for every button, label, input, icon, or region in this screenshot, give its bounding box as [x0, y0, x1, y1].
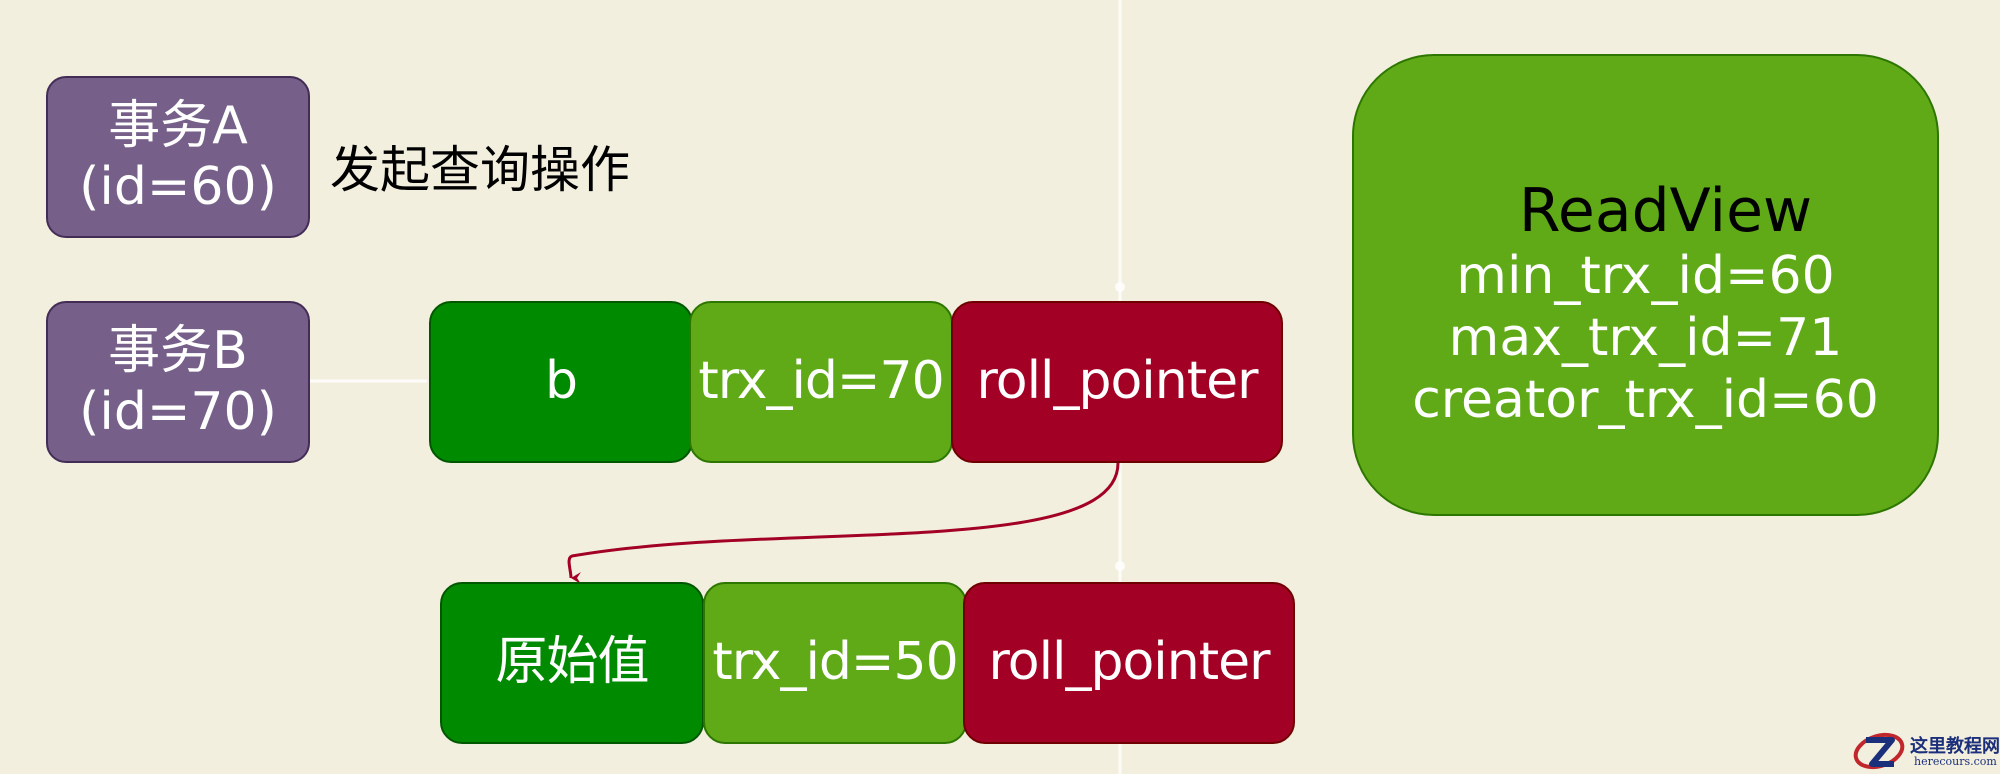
watermark-icon [1853, 732, 1905, 770]
undo-row-trx-id-cell: trx_id=50 [703, 582, 967, 744]
current-row-trx-id: trx_id=70 [698, 351, 944, 412]
watermark-name: 这里教程网 [1910, 736, 2000, 757]
transaction-a-id: (id=60) [79, 157, 277, 217]
transaction-a-box: 事务A (id=60) [46, 76, 310, 238]
undo-row-roll-pointer: roll_pointer [988, 632, 1271, 693]
watermark-domain: herecours.com [1914, 755, 1997, 768]
guide-dot-lower [1115, 561, 1125, 571]
readview-min-trx-id: min_trx_id=60 [1456, 246, 1835, 306]
undo-row-roll-pointer-cell: roll_pointer [963, 582, 1295, 744]
current-row-value-cell: b [429, 301, 693, 463]
current-row-value: b [544, 351, 578, 412]
readview-title: ReadView [1518, 176, 1813, 246]
undo-row-trx-id: trx_id=50 [712, 632, 958, 693]
undo-row-value: 原始值 [495, 632, 649, 693]
transaction-b-id: (id=70) [79, 382, 277, 442]
guide-dot-upper [1115, 282, 1125, 292]
roll-pointer-arrow [567, 462, 1120, 584]
current-row-roll-pointer-cell: roll_pointer [951, 301, 1283, 463]
transaction-b-box: 事务B (id=70) [46, 301, 310, 463]
current-row-roll-pointer: roll_pointer [976, 351, 1259, 412]
readview-panel: ReadView min_trx_id=60 max_trx_id=71 cre… [1352, 54, 1939, 516]
current-row-trx-id-cell: trx_id=70 [689, 301, 953, 463]
readview-max-trx-id: max_trx_id=71 [1448, 308, 1843, 368]
readview-creator-trx-id: creator_trx_id=60 [1412, 370, 1879, 430]
undo-row-value-cell: 原始值 [440, 582, 704, 744]
transaction-a-name: 事务A [108, 95, 248, 156]
query-action-label: 发起查询操作 [330, 141, 630, 199]
transaction-b-name: 事务B [108, 320, 248, 381]
watermark-logo: 这里教程网 herecours.com [1850, 728, 2000, 774]
